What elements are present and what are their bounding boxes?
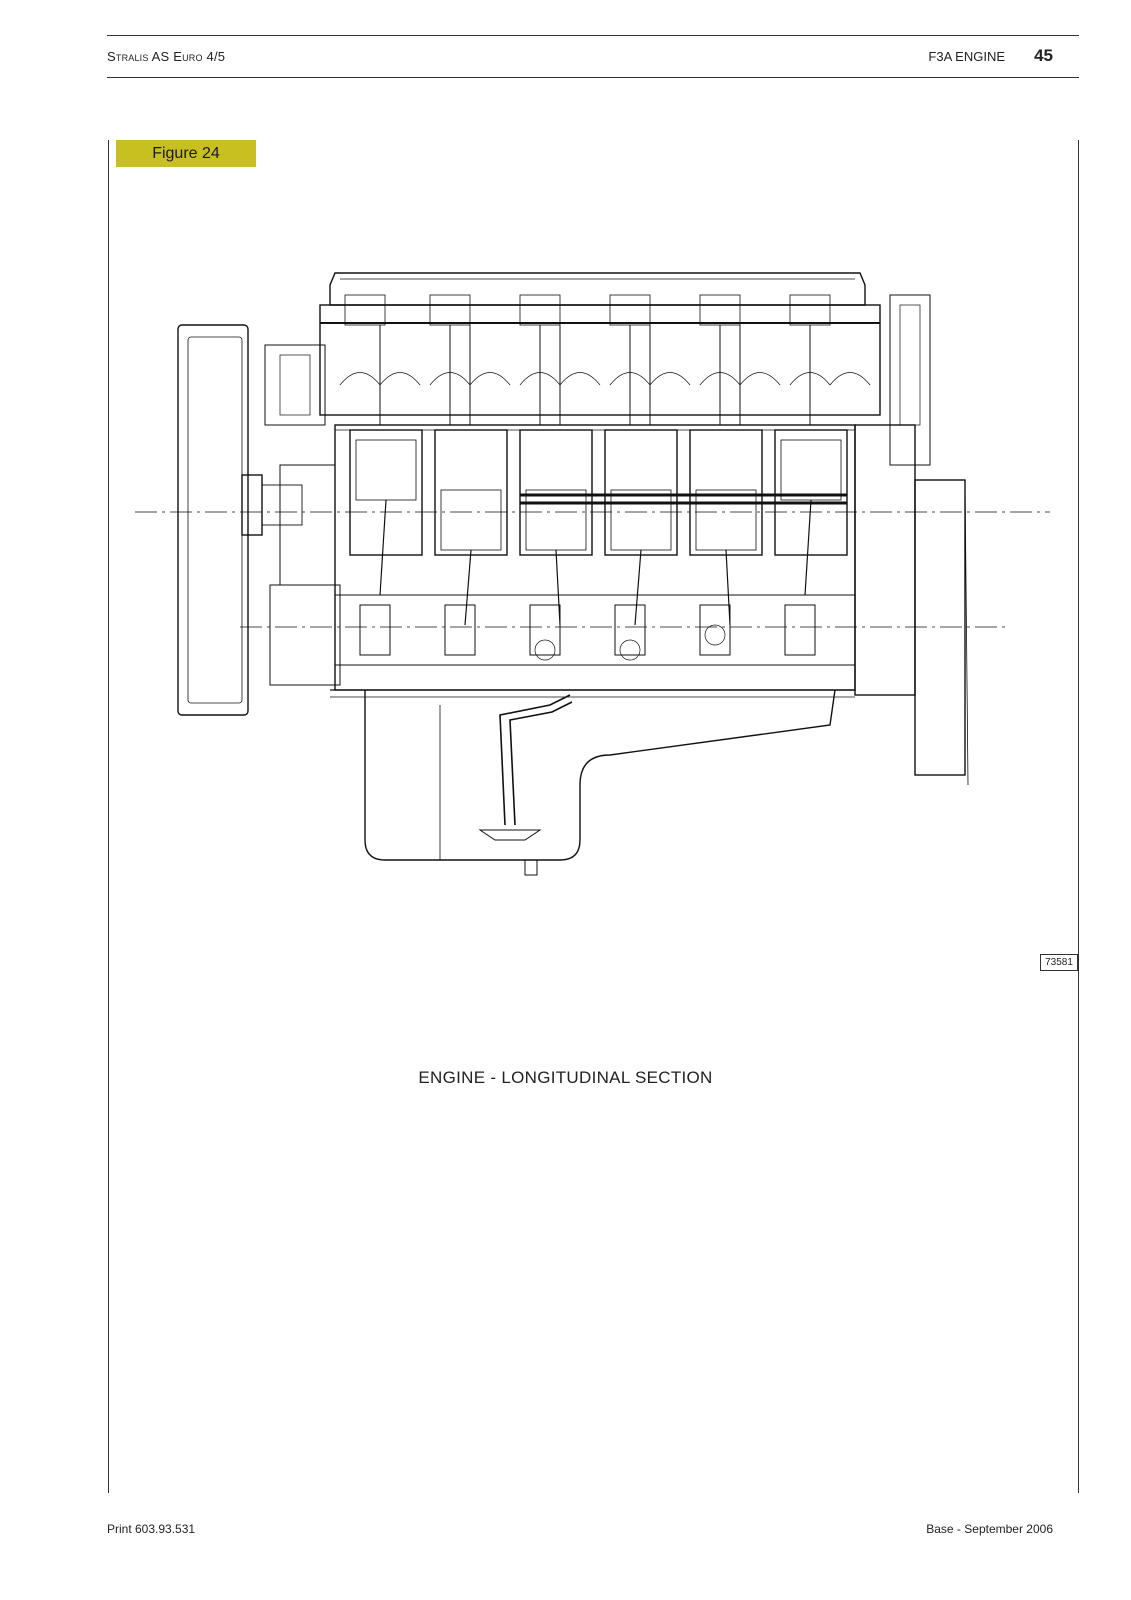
header-document-title: Stralis AS Euro 4/5 — [107, 49, 226, 64]
engine-section-drawing — [135, 272, 1050, 876]
footer-edition: Base - September 2006 — [926, 1522, 1053, 1536]
header-rule-bottom — [107, 77, 1079, 78]
figure-caption: ENGINE - LONGITUDINAL SECTION — [418, 1068, 713, 1087]
header-section-title: F3A ENGINE — [928, 49, 1005, 64]
page-frame-right — [1078, 140, 1079, 1493]
figure-code: 73581 — [1040, 954, 1078, 971]
page-number: 45 — [1034, 46, 1053, 65]
header-rule-top — [107, 35, 1079, 36]
figure-label: Figure 24 — [116, 140, 256, 167]
page-frame-left — [108, 140, 109, 1493]
footer-print-code: Print 603.93.531 — [107, 1522, 196, 1536]
